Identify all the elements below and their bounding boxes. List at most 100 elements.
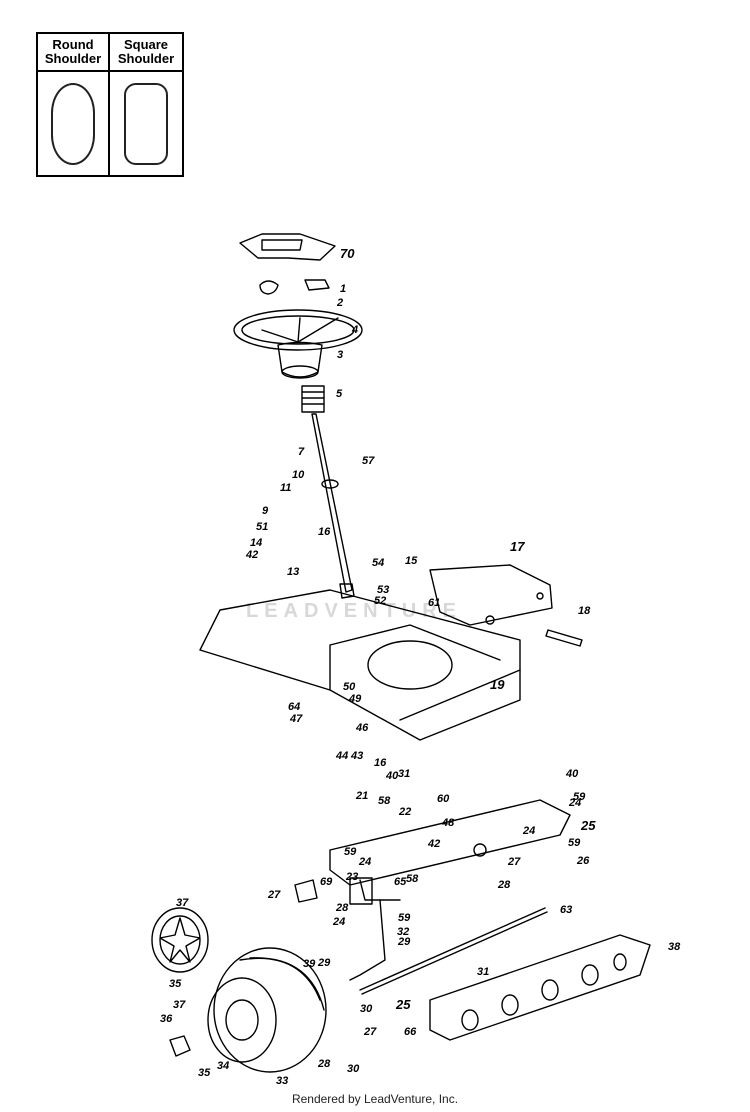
callout-58: 58 xyxy=(378,795,391,807)
steering-wheel-part xyxy=(233,309,363,379)
callout-42: 42 xyxy=(245,549,258,561)
callout-4: 4 xyxy=(351,324,358,336)
bushing-65-part xyxy=(349,877,373,905)
round-tire-profile-icon xyxy=(51,82,95,165)
callout-24: 24 xyxy=(358,856,371,868)
callout-27: 27 xyxy=(267,889,281,901)
cap-part xyxy=(259,280,279,295)
callout-47: 47 xyxy=(289,713,303,725)
callout-46: 46 xyxy=(355,722,369,734)
callout-69: 69 xyxy=(320,876,333,888)
callout-13: 13 xyxy=(287,566,299,578)
callout-27: 27 xyxy=(363,1026,377,1038)
callout-10: 10 xyxy=(292,469,305,481)
frame-bracket-part xyxy=(429,564,553,626)
tie-rod-part xyxy=(359,907,546,991)
cap-part-2 xyxy=(304,279,330,291)
callout-15: 15 xyxy=(405,555,418,567)
axle-cap-part xyxy=(169,1035,191,1057)
callout-25: 25 xyxy=(580,818,596,833)
callout-11: 11 xyxy=(280,482,291,494)
callout-33: 33 xyxy=(276,1075,288,1087)
callout-7: 7 xyxy=(298,446,305,458)
callout-63: 63 xyxy=(560,904,572,916)
callout-64: 64 xyxy=(288,701,300,713)
callout-36: 36 xyxy=(160,1013,173,1025)
callout-44: 44 xyxy=(335,750,348,762)
square-tire-profile-icon xyxy=(124,82,168,165)
callout-43: 43 xyxy=(350,750,363,762)
callout-53: 53 xyxy=(377,584,389,596)
callout-35: 35 xyxy=(169,978,182,990)
callout-16: 16 xyxy=(374,757,387,769)
round-shoulder-label: Round Shoulder xyxy=(38,34,108,72)
callout-35: 35 xyxy=(198,1067,211,1079)
watermark: LEADVENTURE xyxy=(246,600,463,622)
callout-9: 9 xyxy=(262,505,269,517)
steering-shaft-part xyxy=(311,413,355,599)
axle-bracket-part xyxy=(429,934,651,1041)
callout-28: 28 xyxy=(497,879,511,891)
callout-26: 26 xyxy=(576,855,590,867)
callout-66: 66 xyxy=(404,1026,417,1038)
callout-30: 30 xyxy=(360,1003,373,1015)
hubcap-part xyxy=(151,907,209,973)
callout-2: 2 xyxy=(336,297,343,309)
callout-48: 48 xyxy=(441,817,455,829)
callout-23: 23 xyxy=(345,871,358,883)
callout-39: 39 xyxy=(303,958,316,970)
callout-29: 29 xyxy=(317,957,331,969)
steering-insert-part xyxy=(239,233,336,261)
callout-60: 60 xyxy=(437,793,450,805)
callout-37: 37 xyxy=(173,999,186,1011)
callout-54: 54 xyxy=(372,557,384,569)
callout-29: 29 xyxy=(397,936,411,948)
callout-51: 51 xyxy=(256,521,268,533)
callout-22: 22 xyxy=(398,806,411,818)
callout-14: 14 xyxy=(250,537,262,549)
callout-61: 61 xyxy=(428,597,440,609)
callout-25: 25 xyxy=(395,997,411,1012)
callout-30: 30 xyxy=(347,1063,360,1075)
callout-65: 65 xyxy=(394,876,407,888)
callout-38: 38 xyxy=(668,941,681,953)
tire-shoulder-legend: Round Shoulder Square Shoulder xyxy=(36,32,184,177)
callout-59: 59 xyxy=(568,837,581,849)
callout-70: 70 xyxy=(340,246,355,261)
callout-59: 59 xyxy=(398,912,411,924)
footer-credit: Rendered by LeadVenture, Inc. xyxy=(291,1092,459,1106)
callout-32: 32 xyxy=(397,926,409,938)
front-tire-part xyxy=(207,947,327,1073)
callout-31: 31 xyxy=(477,966,489,978)
callout-49: 49 xyxy=(348,693,362,705)
callout-1: 1 xyxy=(340,283,346,295)
callout-5: 5 xyxy=(336,388,343,400)
front-axle-part xyxy=(329,799,571,901)
callout-17: 17 xyxy=(510,539,525,554)
callout-3: 3 xyxy=(337,349,343,361)
callout-40: 40 xyxy=(565,768,579,780)
callout-27: 27 xyxy=(507,856,521,868)
callout-59: 59 xyxy=(573,791,586,803)
callout-52: 52 xyxy=(374,595,386,607)
callout-16: 16 xyxy=(318,526,331,538)
square-shoulder-label: Square Shoulder xyxy=(110,34,182,72)
callout-34: 34 xyxy=(217,1060,229,1072)
callout-59: 59 xyxy=(344,846,357,858)
callout-24: 24 xyxy=(568,797,581,809)
callout-57: 57 xyxy=(362,455,375,467)
round-shoulder-column: Round Shoulder xyxy=(38,34,110,175)
callout-28: 28 xyxy=(317,1058,331,1070)
spindle-part xyxy=(349,899,386,981)
callout-42: 42 xyxy=(427,838,440,850)
callout-37: 37 xyxy=(176,897,189,909)
callout-58: 58 xyxy=(406,873,419,885)
callout-28: 28 xyxy=(335,902,349,914)
callout-31: 31 xyxy=(398,768,410,780)
callout-18: 18 xyxy=(578,605,591,617)
tractor-frame-part xyxy=(199,589,521,741)
bushing-part xyxy=(301,385,325,413)
callout-40: 40 xyxy=(385,770,399,782)
